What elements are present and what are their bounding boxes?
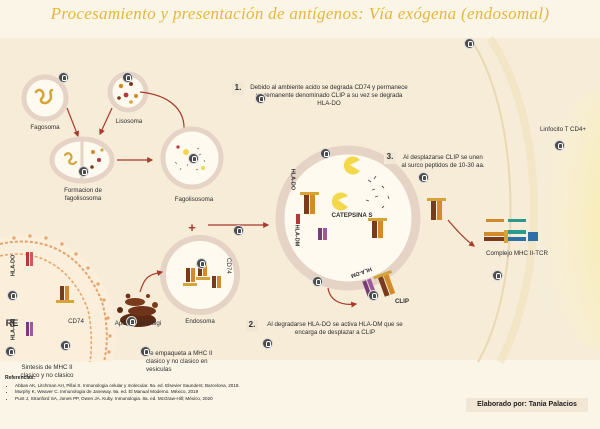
label-clip: CLIP (394, 298, 410, 305)
label-hla-dm-mid: HLA-DM (293, 224, 300, 247)
er-membrane (0, 240, 108, 363)
mhc-ii-left-group (26, 252, 74, 336)
label-hla-do-left: HLA-DO (10, 254, 17, 277)
step-1-text: Debido al ambiente acido se degrada CD74… (250, 84, 408, 107)
audio-button-icon[interactable] (5, 346, 16, 357)
audio-button-icon[interactable] (233, 225, 244, 236)
label-cd74-left: CD74 (68, 318, 84, 325)
audio-button-icon[interactable] (7, 290, 18, 301)
arrow-phagosome-to-fusion (66, 107, 80, 138)
references: Referencias: Abbas AK, Litchman AH, Pill… (5, 375, 385, 403)
label-endosoma: Endosoma (185, 318, 215, 325)
label-lisosoma: Lisosoma (115, 118, 143, 125)
arrow-lysosome-to-fusion (99, 107, 113, 136)
step-2-number: 2. (248, 320, 256, 329)
reference-item: Abbas AK, Litchman AH, Pillai S. Inmunol… (15, 383, 385, 390)
arrow-to-complex (447, 219, 475, 247)
audio-button-icon[interactable] (262, 338, 273, 349)
label-sintesis: Sintesis de MHC II clasico y no clasico (20, 364, 74, 379)
audio-button-icon[interactable] (368, 290, 379, 301)
page-title: Procesamiento y presentación de antígeno… (50, 4, 550, 23)
step-3-text: Al desplazarse CLIP se unen al surco pep… (401, 154, 485, 169)
audio-button-icon[interactable] (188, 153, 199, 164)
ribosomes (12, 234, 112, 354)
label-empaqueta: Se empaqueta a MHC II clasico y no clasi… (146, 350, 213, 373)
audio-button-icon[interactable] (312, 276, 323, 287)
label-fagolisosoma: Fagolisosoma (174, 196, 214, 203)
audio-button-icon[interactable] (78, 166, 89, 177)
audio-button-icon[interactable] (554, 140, 565, 151)
label-golgi: Aparato de Golgi (114, 320, 162, 327)
lymphocyte-glow (520, 88, 600, 352)
plus-sign: + (188, 220, 196, 235)
phagosome (21, 74, 69, 122)
arrow-golgi-to-endosome (139, 270, 164, 293)
audio-button-icon[interactable] (492, 270, 503, 281)
label-linfocito: Linfocito T CD4+ (539, 126, 587, 133)
label-re: RE (5, 318, 19, 328)
author-credit: Elaborado por: Tania Palacios (466, 398, 588, 412)
label-formacion: Formacion de fagolisosoma (64, 187, 102, 202)
label-catepsina: CATEPSINA S (331, 212, 373, 219)
audio-button-icon[interactable] (320, 148, 331, 159)
label-complejo: Complejo MHC II-TCR (486, 250, 548, 257)
step-3-number: 3. (386, 152, 394, 161)
late-endosome (275, 145, 421, 291)
audio-button-icon[interactable] (418, 172, 429, 183)
audio-button-icon[interactable] (60, 340, 71, 351)
audio-button-icon[interactable] (140, 346, 151, 357)
reference-item: Punt J, Stranford SA, Jones PP, Owen JA.… (15, 396, 385, 403)
label-hla-dm-left: HLA-DM (10, 318, 17, 341)
audio-button-icon[interactable] (122, 72, 133, 83)
arrow-hla-dm (327, 287, 358, 308)
audio-button-icon[interactable] (464, 38, 475, 49)
step-2-text: Al degradarse HLA-DO se activa HLA-DM qu… (267, 321, 403, 336)
audio-button-icon[interactable] (255, 93, 266, 104)
label-hla-do-mid: HLA-DO (289, 168, 296, 191)
audio-button-icon[interactable] (126, 316, 137, 327)
endosome (160, 235, 240, 315)
step-badges (232, 83, 396, 332)
mhc-ii-tcr-complex (484, 219, 538, 243)
step-1-number: 1. (234, 83, 242, 92)
label-cd74-endosome: CD74 (224, 257, 232, 274)
reference-item: Murphy K, Weaver C. Inmunologia de Janew… (15, 389, 385, 396)
lymphocyte-membrane (469, 37, 512, 363)
label-fagosoma: Fagosoma (30, 124, 60, 131)
audio-button-icon[interactable] (58, 72, 69, 83)
mhc-ii-surface (427, 198, 446, 220)
audio-button-icon[interactable] (196, 258, 207, 269)
references-title: Referencias: (5, 375, 36, 381)
